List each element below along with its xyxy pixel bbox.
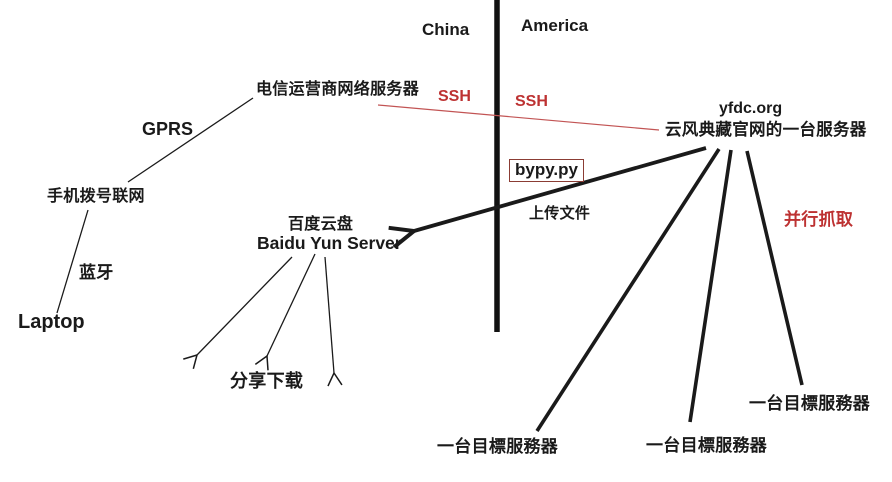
edge-label-gprs: GPRS	[142, 119, 194, 139]
share-download-arrow-2	[267, 253, 316, 356]
share-download-arrow-1	[197, 256, 293, 355]
edge-label-upload-files: 上传文件	[529, 205, 591, 222]
region-label-america: America	[521, 16, 589, 35]
node-bypy-script: bypy.py	[509, 159, 584, 182]
node-share-download: 分享下载	[230, 371, 304, 391]
bluetooth-line	[56, 209, 89, 314]
node-yfdc-domain: yfdc.org	[719, 100, 783, 117]
upload-arrow	[414, 146, 707, 231]
region-label-china: China	[422, 20, 470, 39]
edge-label-bluetooth: 蓝牙	[79, 263, 114, 282]
parallel-fetch-line-1	[535, 148, 721, 432]
gprs-line	[127, 97, 254, 183]
edge-label-ssh-right: SSH	[515, 93, 548, 110]
node-phone-dialup: 手机拨号联网	[47, 188, 145, 205]
node-target-server-2: 一台目標服務器	[646, 436, 768, 455]
ssh-connection-line	[377, 104, 660, 131]
node-yfdc-server: 云风典藏官网的一台服务器	[665, 121, 867, 139]
node-target-server-1: 一台目標服務器	[437, 437, 559, 456]
edge-label-ssh-left: SSH	[438, 88, 471, 105]
edge-label-parallel-fetch: 并行抓取	[784, 210, 854, 229]
node-telecom-server: 电信运营商网络服务器	[256, 81, 420, 98]
node-target-server-3: 一台目標服務器	[749, 394, 871, 413]
node-baidu-cloud-cn: 百度云盘	[288, 216, 354, 233]
node-laptop: Laptop	[18, 311, 85, 333]
share-download-arrow-3	[324, 256, 334, 373]
parallel-fetch-line-3	[745, 150, 804, 386]
parallel-fetch-line-2	[688, 149, 733, 423]
node-baidu-cloud-en: Baidu Yun Server	[257, 233, 402, 253]
